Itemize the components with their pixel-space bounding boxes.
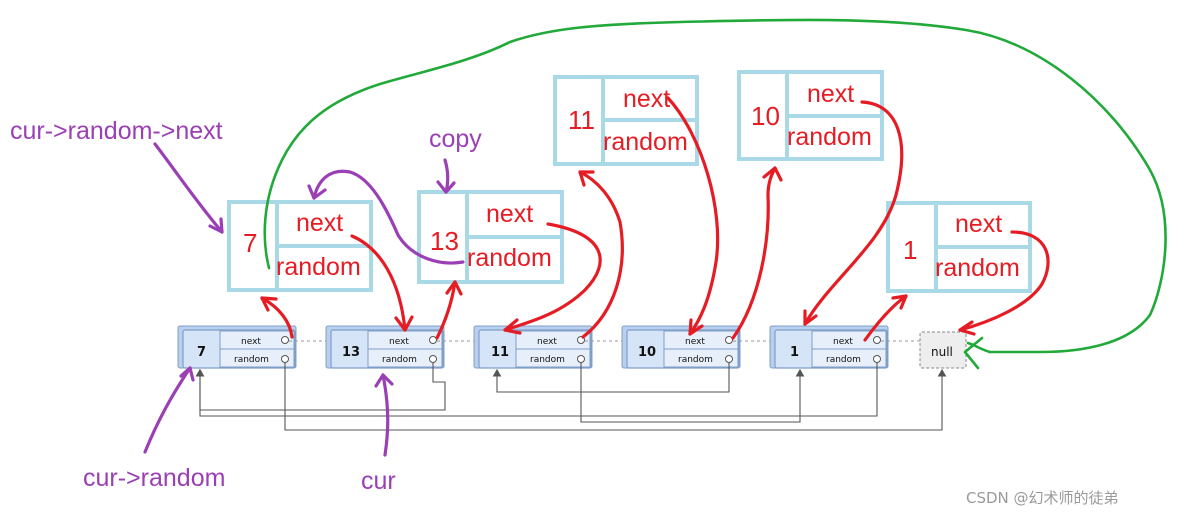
watermark: CSDN @幻术师的徒弟: [966, 489, 1119, 507]
original-random-label: random: [234, 355, 269, 365]
original-node-2: 13 next random: [325, 325, 445, 369]
null-label: null: [931, 345, 953, 359]
original-node-1: 7 next random: [177, 325, 297, 369]
copy-next-label: next: [623, 85, 670, 113]
copy-node-value: 11: [568, 105, 595, 135]
copy-next-label: next: [955, 210, 1002, 238]
original-random-label: random: [530, 355, 565, 365]
annotation-arrows: [143, 142, 456, 457]
original-random-label: random: [826, 355, 861, 365]
copy-node-3: 11 next random: [553, 75, 699, 166]
original-node-value: 10: [638, 345, 656, 360]
copy-next-label: next: [486, 200, 533, 228]
original-node-value: 11: [491, 345, 509, 360]
original-node-3: 11 next random: [473, 325, 593, 369]
copy-random-label: random: [276, 253, 361, 281]
original-random-label: random: [678, 355, 713, 365]
original-next-label: next: [685, 337, 705, 347]
annotation-cur-random-next: cur->random->next: [10, 117, 223, 145]
green-loop-arrow: [263, 18, 1167, 370]
original-random-links: [195, 363, 947, 431]
original-node-value: 1: [790, 345, 799, 360]
original-next-label: next: [833, 337, 853, 347]
original-next-label: next: [241, 337, 261, 347]
original-node-4: 10 next random: [621, 325, 741, 369]
copy-node-4: 10 next random: [737, 70, 884, 161]
copy-node-1: 7 next random: [227, 200, 373, 292]
copy-node-value: 1: [903, 235, 917, 265]
annotation-cur-random: cur->random: [83, 464, 225, 492]
null-node: null: [919, 331, 967, 369]
original-next-label: next: [537, 337, 557, 347]
original-node-value: 7: [197, 345, 206, 360]
original-random-label: random: [382, 355, 417, 365]
original-node-5: 1 next random: [769, 325, 889, 369]
copy-next-label: next: [296, 209, 343, 237]
annotation-copy: copy: [429, 125, 482, 153]
copy-random-label: random: [935, 254, 1020, 282]
copy-random-label: random: [467, 244, 552, 272]
original-next-label: next: [389, 337, 409, 347]
red-link-arrows: [260, 96, 1050, 342]
copy-next-label: next: [807, 80, 854, 108]
copy-random-label: random: [787, 123, 872, 151]
copy-node-2: 13 next random: [417, 190, 564, 284]
original-node-value: 13: [342, 345, 360, 360]
purple-random-arrow: [307, 169, 465, 265]
annotation-cur: cur: [361, 467, 396, 495]
copy-node-value: 10: [751, 101, 780, 131]
copy-node-value: 13: [430, 226, 459, 256]
copy-node-5: 1 next random: [886, 201, 1032, 293]
copy-random-label: random: [603, 128, 688, 156]
copy-node-value: 7: [243, 228, 257, 258]
